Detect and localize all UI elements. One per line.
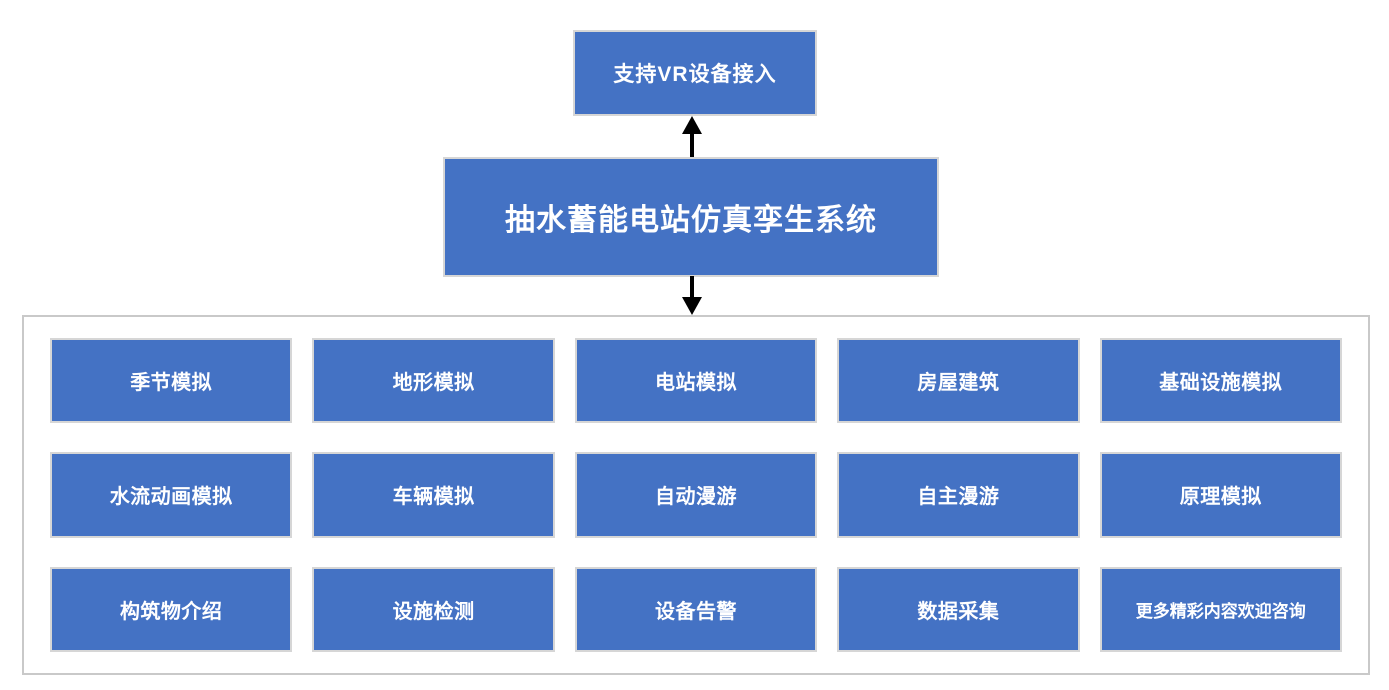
feature-box-auto-roaming: 自动漫游 bbox=[574, 452, 818, 538]
system-title-box: 抽水蓄能电站仿真孪生系统 bbox=[443, 157, 939, 277]
feature-box-buildings: 房屋建筑 bbox=[837, 338, 1080, 424]
system-title-label: 抽水蓄能电站仿真孪生系统 bbox=[505, 204, 877, 237]
feature-box-infrastructure-simulation: 基础设施模拟 bbox=[1099, 338, 1342, 424]
feature-box-terrain-simulation: 地形模拟 bbox=[312, 338, 555, 424]
feature-box-free-roaming: 自主漫游 bbox=[837, 452, 1080, 538]
feature-box-waterflow-animation: 水流动画模拟 bbox=[50, 452, 293, 538]
vr-support-label: 支持VR设备接入 bbox=[613, 63, 777, 86]
feature-box-more-content-inquiry: 更多精彩内容欢迎咨询 bbox=[1099, 566, 1342, 652]
feature-box-principle-simulation: 原理模拟 bbox=[1099, 452, 1342, 538]
feature-box-station-simulation: 电站模拟 bbox=[574, 338, 818, 424]
feature-box-facility-inspection: 设施检测 bbox=[312, 566, 555, 652]
feature-box-structure-intro: 构筑物介绍 bbox=[50, 566, 293, 652]
feature-box-vehicle-simulation: 车辆模拟 bbox=[312, 452, 555, 538]
arrow-up-connector bbox=[682, 116, 702, 157]
feature-box-data-collection: 数据采集 bbox=[837, 566, 1080, 652]
vr-support-box: 支持VR设备接入 bbox=[573, 30, 817, 116]
arrow-down-connector bbox=[682, 276, 702, 315]
feature-box-equipment-alarm: 设备告警 bbox=[574, 566, 818, 652]
feature-box-season-simulation: 季节模拟 bbox=[50, 338, 293, 424]
features-container: 季节模拟 地形模拟 电站模拟 房屋建筑 基础设施模拟 水流动画模拟 车辆模拟 自… bbox=[22, 315, 1370, 675]
